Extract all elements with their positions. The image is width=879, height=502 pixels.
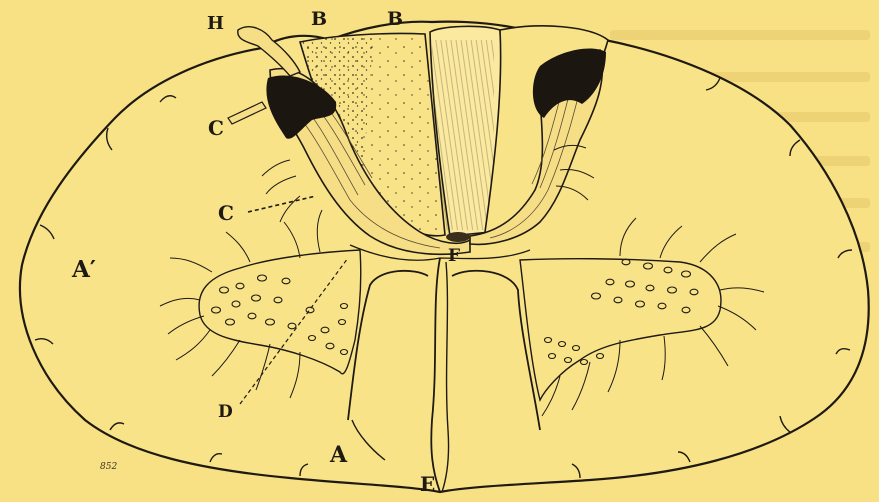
label-b-left: B	[311, 10, 327, 29]
label-b-right: B	[387, 10, 403, 29]
label-a: A	[330, 444, 347, 466]
label-c-lower: C	[218, 203, 234, 223]
central-canal	[446, 232, 470, 242]
label-c-upper: C	[208, 118, 224, 138]
label-a-prime: A′	[72, 258, 96, 281]
figure-number: 852	[100, 462, 117, 472]
label-f: F	[448, 248, 460, 265]
label-e: E	[420, 474, 435, 494]
label-h: H	[207, 15, 224, 33]
label-d: D	[218, 404, 233, 421]
